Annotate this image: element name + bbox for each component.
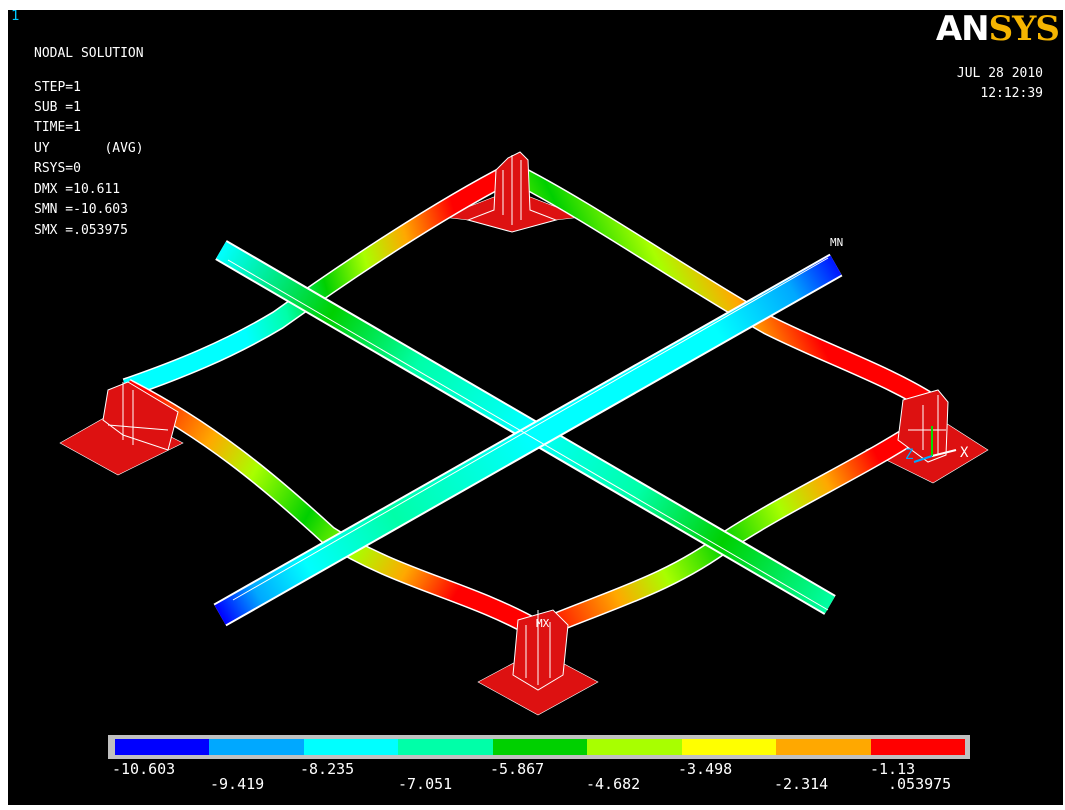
triad-x-label: X [960, 445, 969, 461]
legend-swatch-1 [115, 739, 210, 755]
contour-legend: -10.603 -8.235 -5.867 -3.498 -1.13 -9.41… [108, 735, 972, 797]
info-dmx: DMX =10.611 [34, 182, 121, 197]
legend-swatch-3 [303, 739, 399, 755]
legend-swatch-7 [681, 739, 777, 755]
date-label: JUL 28 2010 [956, 66, 1043, 81]
ansys-logo: ANSYS [935, 10, 1060, 49]
support-left [102, 381, 179, 451]
cross-beams [213, 240, 843, 627]
legend-swatch-9 [870, 739, 965, 755]
info-step: STEP=1 [34, 80, 81, 95]
triad-x-axis [931, 449, 957, 457]
info-result-item: UY (AVG) [34, 141, 144, 156]
legend-swatch-4 [398, 739, 493, 755]
graphics-viewport[interactable]: 1 NODAL SOLUTION STEP=1 SUB =1 TIME=1 UY… [8, 10, 1063, 805]
info-sub: SUB =1 [34, 100, 81, 115]
info-smx: SMX =.053975 [34, 223, 128, 238]
time-label: 12:12:39 [980, 86, 1043, 101]
support-bottom [512, 609, 569, 691]
coordinate-triad [913, 426, 957, 463]
window-number: 1 [11, 10, 20, 24]
legend-value-bottom-5: .053975 [888, 775, 952, 793]
legend-swatch-8 [776, 739, 871, 755]
min-marker-label: MN [830, 236, 844, 249]
legend-value-top-2: -8.235 [300, 760, 355, 778]
legend-value-bottom-1: -9.419 [210, 775, 265, 793]
max-marker-label: MX [536, 617, 550, 630]
legend-value-top-4: -3.498 [678, 760, 733, 778]
support-pad-left [59, 409, 184, 476]
legend-value-bottom-3: -4.682 [586, 775, 641, 793]
model-plot [59, 151, 989, 716]
legend-value-top-3: -5.867 [490, 760, 545, 778]
legend-value-bottom-4: -2.314 [774, 775, 829, 793]
legend-value-top-1: -10.603 [112, 760, 176, 778]
legend-swatch-6 [587, 739, 682, 755]
date-time: JUL 28 2010 12:12:39 [957, 64, 1043, 104]
legend-color-strip [115, 739, 965, 755]
info-rsys: RSYS=0 [34, 161, 81, 176]
support-structures [102, 151, 949, 691]
triad-z-label: Z [905, 447, 914, 463]
perimeter-beams [121, 163, 940, 640]
legend-bar [108, 735, 970, 759]
legend-swatch-5 [492, 739, 588, 755]
info-time: TIME=1 [34, 120, 81, 135]
info-smn: SMN =-10.603 [34, 202, 128, 217]
nodal-solution-title: NODAL SOLUTION [34, 46, 144, 61]
legend-value-bottom-2: -7.051 [398, 775, 453, 793]
logo-an: AN [935, 10, 990, 49]
legend-swatch-2 [209, 739, 304, 755]
legend-value-top-5: -1.13 [870, 760, 916, 778]
triad-z-axis [913, 455, 933, 463]
logo-sys: SYS [988, 10, 1060, 49]
